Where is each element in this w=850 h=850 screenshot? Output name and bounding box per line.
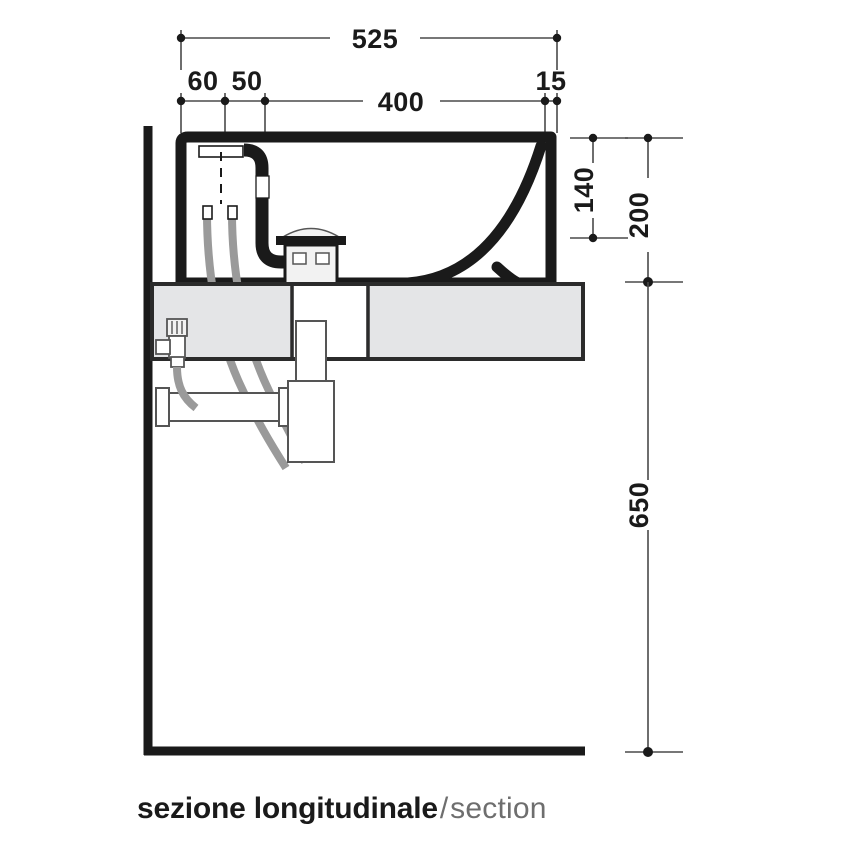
- waste-port-right: [315, 252, 330, 265]
- dim-dot-525-right: [552, 33, 562, 43]
- dim-label-15: 15: [535, 66, 566, 96]
- dim-dot-140-bottom: [588, 233, 598, 243]
- dim-dot-400-right: [540, 96, 550, 106]
- waste-port-left: [292, 252, 307, 265]
- angle-valve-outlet-nut: [170, 356, 185, 368]
- dim-label-60: 60: [187, 66, 218, 96]
- angle-valve-hose: [173, 366, 199, 412]
- dim-dot-60-left: [176, 96, 186, 106]
- dim-label-50: 50: [231, 66, 262, 96]
- waste-body: [283, 243, 339, 287]
- countertop: [150, 282, 585, 361]
- dim-dot-200-top: [643, 133, 653, 143]
- supply-hose-ferrules: [202, 205, 238, 220]
- basin-outer-shell: [175, 131, 557, 289]
- dimension-layer: [176, 30, 683, 757]
- dim-dot-50-right: [260, 96, 270, 106]
- dim-label-140: 140: [569, 167, 599, 214]
- trap-wall-flange: [155, 387, 170, 427]
- waste-flange: [276, 236, 346, 245]
- angle-valve-body: [168, 335, 186, 359]
- dimension-labels: 525 60 50 400 15 140 200 650: [187, 24, 654, 528]
- angle-valve-wall-inlet: [155, 339, 171, 355]
- dim-label-400: 400: [378, 87, 425, 117]
- dim-dot-60-right: [220, 96, 230, 106]
- dim-label-200: 200: [624, 192, 654, 239]
- dim-label-525: 525: [352, 24, 399, 54]
- hose-ferrule-cold: [202, 205, 213, 220]
- bottle-trap: [155, 380, 335, 463]
- caption: sezione longitudinale/section: [137, 792, 547, 826]
- dim-label-650: 650: [624, 482, 654, 529]
- dim-dot-15-right: [552, 96, 562, 106]
- dim-dot-140-top: [588, 133, 598, 143]
- basin-bowl-curve: [259, 140, 547, 289]
- caption-english: section: [450, 792, 547, 825]
- hose-ferrule-hot: [227, 205, 238, 220]
- washbasin: [175, 131, 557, 291]
- caption-separator: /: [439, 792, 449, 825]
- trap-bottle: [287, 380, 335, 463]
- supply-hose-cold: [203, 212, 290, 471]
- building-structure: [143, 126, 585, 756]
- caption-italian: sezione longitudinale: [137, 792, 438, 825]
- angle-valve: [155, 318, 199, 412]
- dim-dot-525-left: [176, 33, 186, 43]
- faucet-body-shaft: [243, 143, 300, 269]
- faucet-collar-upper: [255, 175, 270, 199]
- dim-dot-650-bottom: [643, 747, 653, 757]
